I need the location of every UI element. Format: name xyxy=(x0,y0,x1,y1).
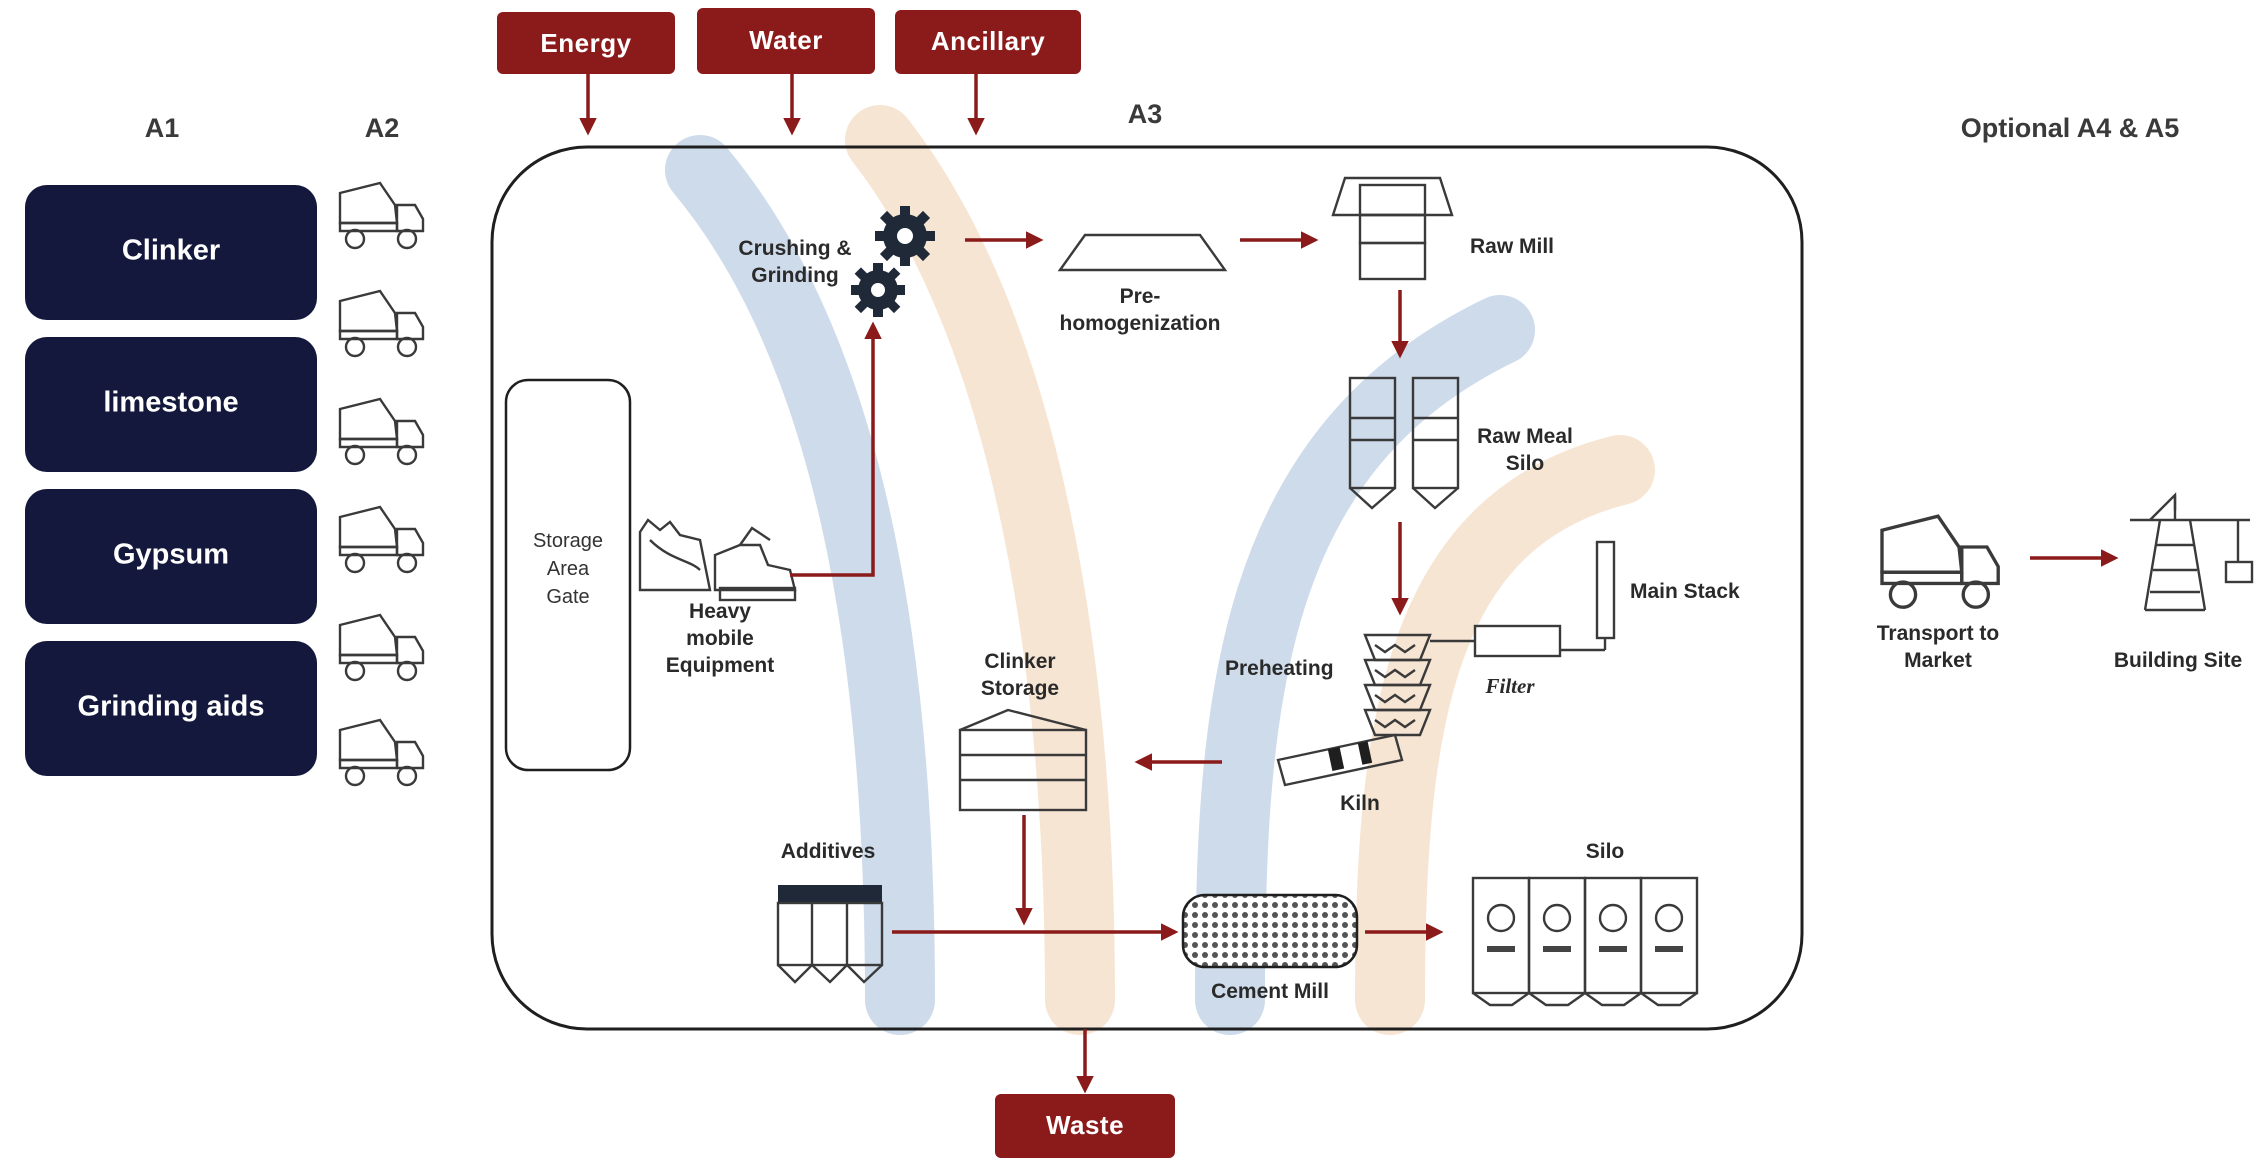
building-site-label: Building Site xyxy=(2114,649,2242,672)
stage-a2-label: A2 xyxy=(365,113,400,143)
input-box-energy: Energy xyxy=(497,12,675,74)
crane-icon xyxy=(2130,492,2254,612)
cement-mill-icon xyxy=(1181,893,1359,969)
stage-a1-label: A1 xyxy=(145,113,180,143)
raw-mill-icon xyxy=(1331,176,1454,281)
dump-truck-icon xyxy=(338,397,425,466)
material-box-clinker: Clinker xyxy=(25,185,317,320)
raw-meal-silo-label-line: Silo xyxy=(1506,452,1545,475)
storage-area-gate: Storage Area Gate xyxy=(504,378,632,772)
dump-truck-icon xyxy=(338,289,425,358)
additives-silo-icon xyxy=(776,885,884,984)
crushing-label-line: Crushing & xyxy=(738,237,851,260)
dump-truck-icon xyxy=(338,718,425,787)
prehomogenization-pile-icon xyxy=(1057,233,1228,272)
gate-label-line: Area xyxy=(547,558,590,580)
clinker-storage-label-line: Clinker xyxy=(984,650,1055,673)
main-stack-icon xyxy=(1595,540,1616,640)
cement-mill-label: Cement Mill xyxy=(1211,980,1329,1003)
stage-a3-label: A3 xyxy=(1128,99,1163,129)
filter-label: Filter xyxy=(1484,674,1535,698)
gear-icon xyxy=(851,263,905,317)
transport-truck-icon xyxy=(1880,514,2000,609)
material-label: Clinker xyxy=(122,235,220,267)
material-box-limestone: limestone xyxy=(25,337,317,472)
gate-label-line: Gate xyxy=(546,586,589,608)
a3-process-boundary xyxy=(490,145,1804,1031)
main-stack-label: Main Stack xyxy=(1630,580,1740,603)
dump-truck-icon xyxy=(338,181,425,250)
heavy-equipment-label-line: Heavy xyxy=(689,600,751,623)
material-label: limestone xyxy=(103,387,238,419)
dump-truck-icon xyxy=(338,505,425,574)
dump-truck-icons xyxy=(338,181,425,787)
svg-text:Ancillary: Ancillary xyxy=(931,26,1045,56)
input-box-water: Water xyxy=(697,8,875,74)
transport-label-line: Market xyxy=(1904,649,1972,672)
cement-silo-icon xyxy=(1471,876,1699,1007)
filter-icon xyxy=(1430,624,1607,658)
raw-meal-silo-icon xyxy=(1348,376,1460,510)
svg-text:Waste: Waste xyxy=(1046,1110,1124,1140)
raw-mill-label: Raw Mill xyxy=(1470,235,1554,258)
preheater-tower-icon xyxy=(1363,633,1432,737)
heavy-equipment-label-line: mobile xyxy=(686,627,754,650)
prehomog-label-line: Pre- xyxy=(1120,285,1161,308)
transport-label-line: Transport to xyxy=(1877,622,2000,645)
dump-truck-icon xyxy=(338,613,425,682)
material-box-grinding-aids: Grinding aids xyxy=(25,641,317,776)
silo-label: Silo xyxy=(1586,840,1625,863)
raw-meal-silo-label-line: Raw Meal xyxy=(1477,425,1573,448)
crushing-label-line: Grinding xyxy=(751,264,839,287)
stage-a4-a5-label: Optional A4 & A5 xyxy=(1961,113,2180,143)
heavy-equipment-label-line: Equipment xyxy=(666,654,775,677)
material-label: Grinding aids xyxy=(78,691,265,723)
svg-text:Water: Water xyxy=(749,25,823,55)
material-label: Gypsum xyxy=(113,539,229,571)
clinker-storage-label-line: Storage xyxy=(981,677,1059,700)
output-box-waste: Waste xyxy=(995,1094,1175,1158)
gate-label-line: Storage xyxy=(533,530,603,552)
watermark-logo xyxy=(665,105,1655,1035)
material-box-gypsum: Gypsum xyxy=(25,489,317,624)
additives-label: Additives xyxy=(781,840,876,863)
kiln-label: Kiln xyxy=(1340,792,1380,815)
preheating-label: Preheating xyxy=(1225,657,1334,680)
equipment-to-crushing-arrow xyxy=(790,321,882,577)
input-box-ancillary: Ancillary xyxy=(895,10,1081,74)
kiln-icon xyxy=(1276,733,1404,787)
svg-text:Energy: Energy xyxy=(540,28,631,58)
gear-icon xyxy=(875,206,935,266)
clinker-storage-icon xyxy=(958,708,1088,812)
input-arrows xyxy=(579,74,985,136)
prehomog-label-line: homogenization xyxy=(1060,312,1221,335)
heavy-equipment-icon xyxy=(638,518,797,602)
